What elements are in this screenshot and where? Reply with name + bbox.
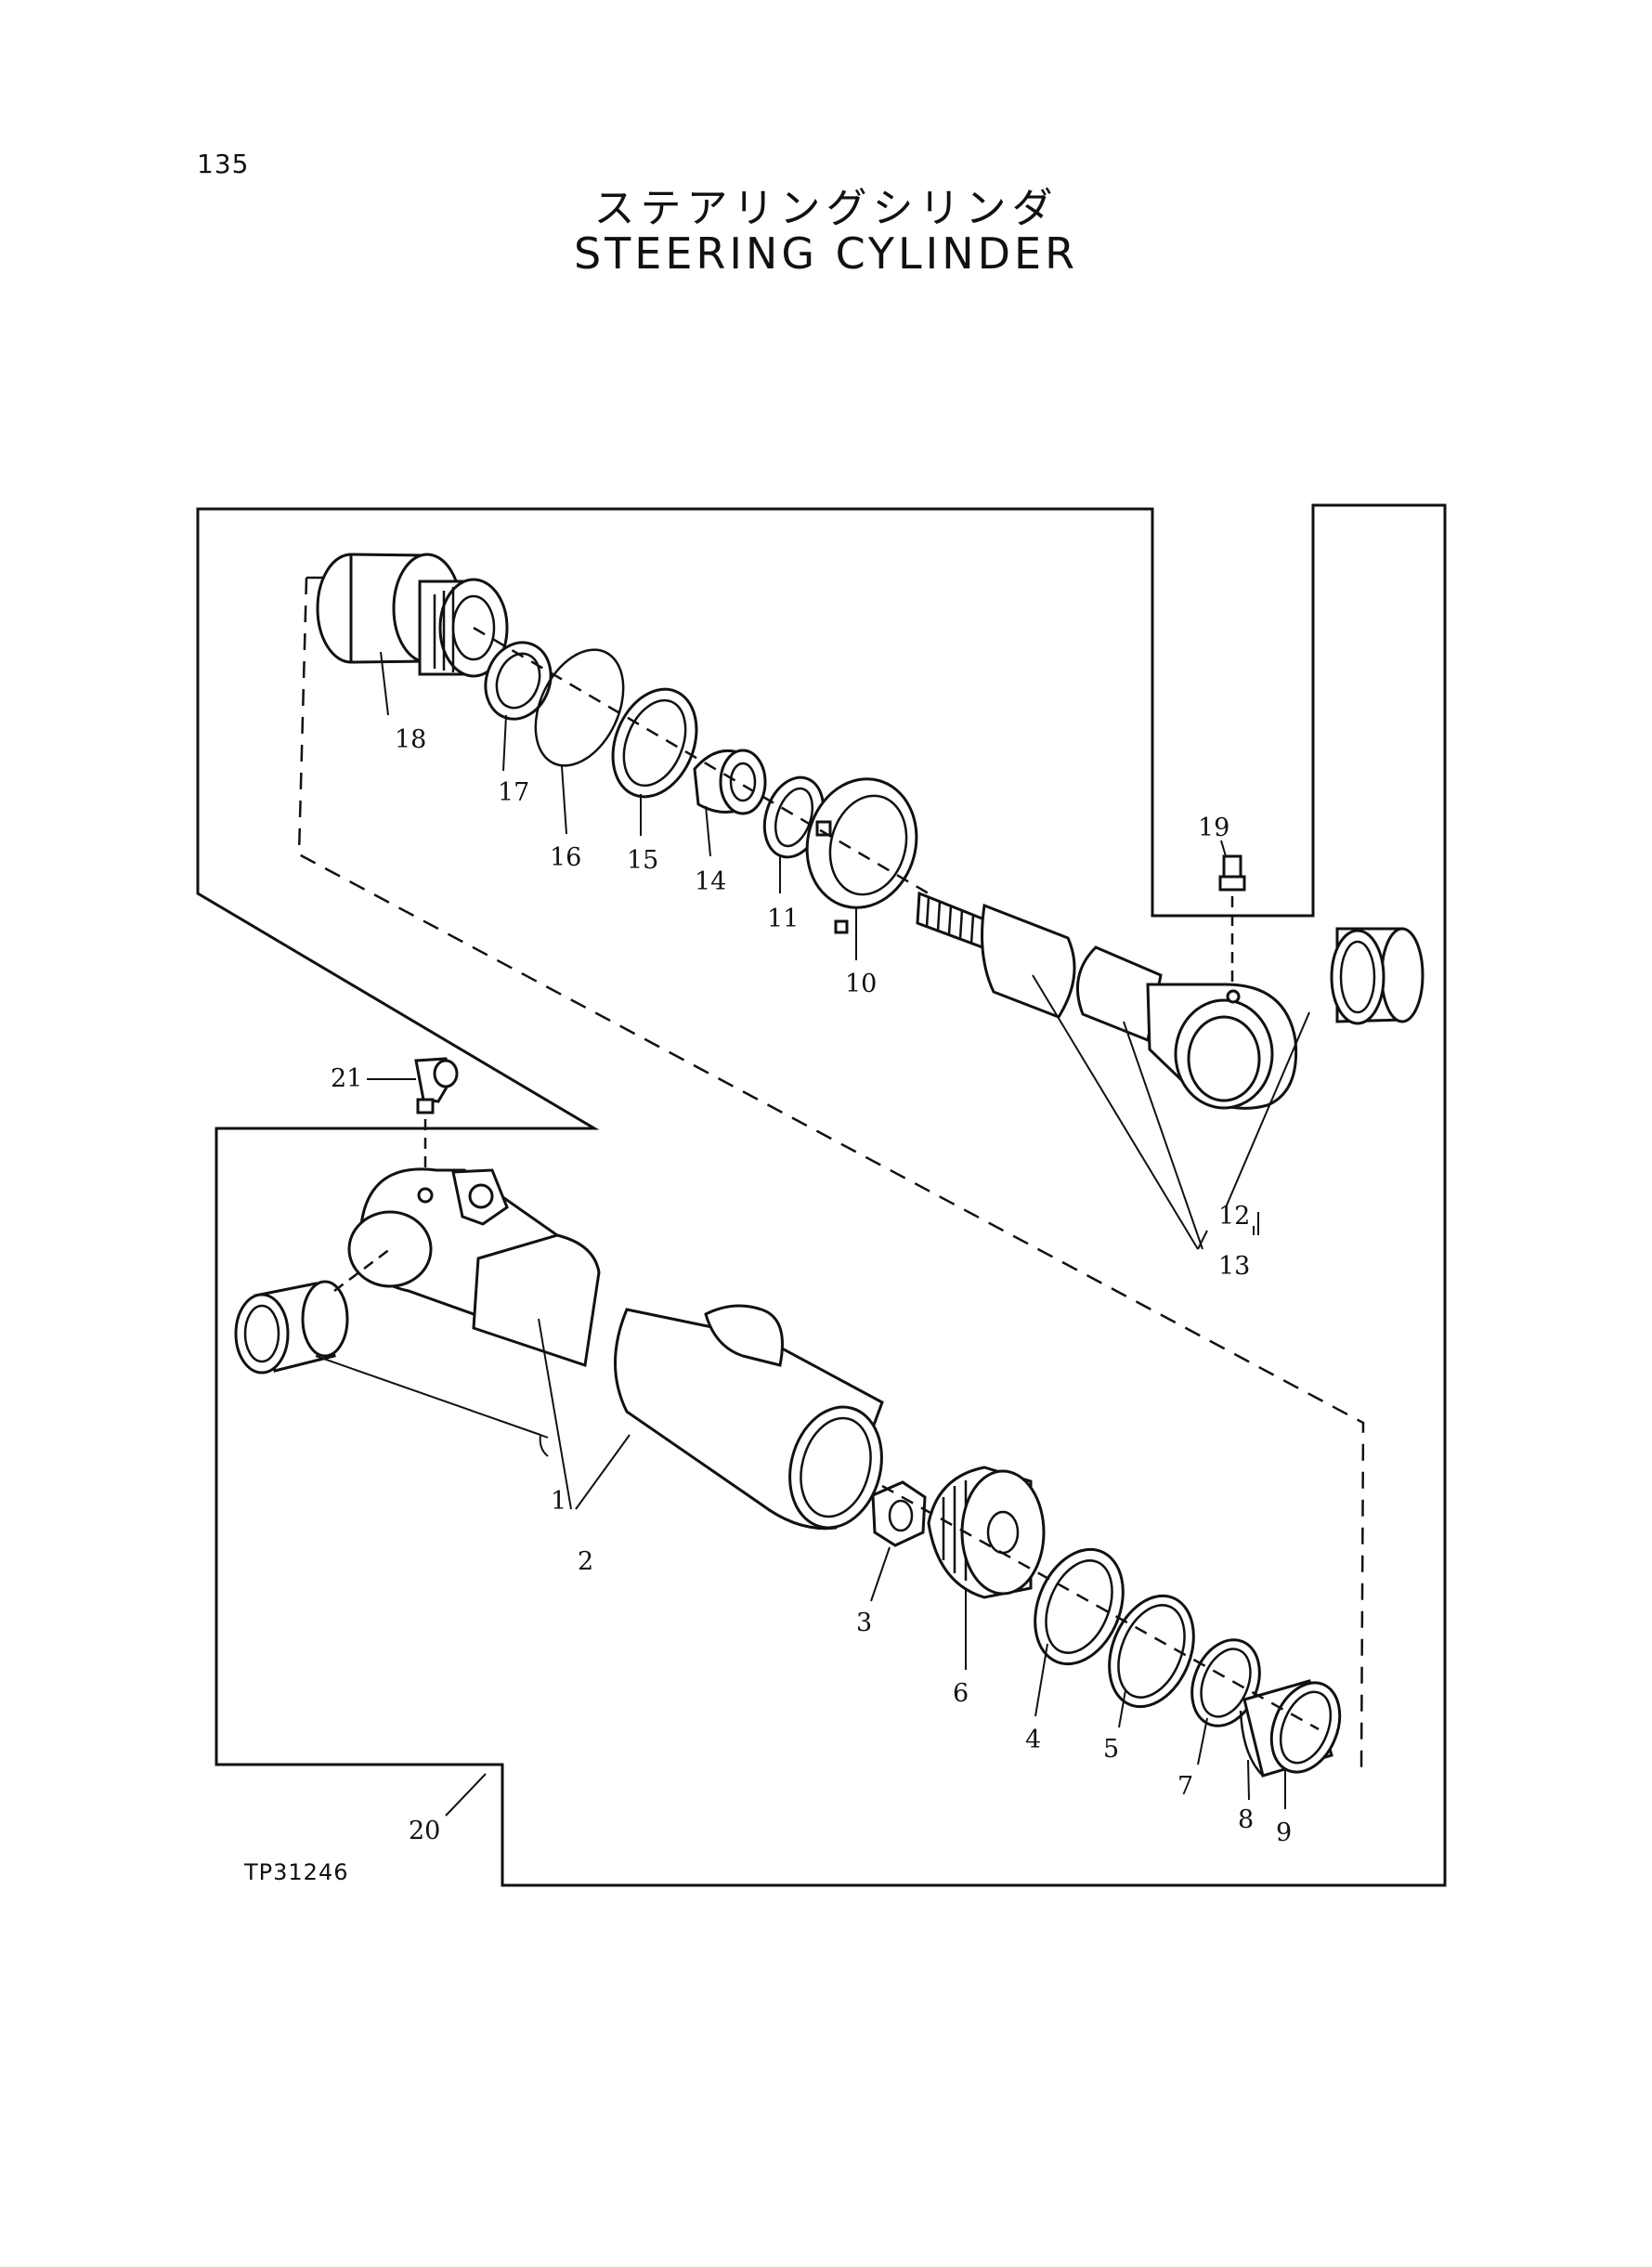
rod-eye <box>1146 983 1298 1110</box>
callout-12: 12 <box>1218 1202 1250 1231</box>
callout-9: 9 <box>1276 1818 1292 1847</box>
part-19-grease-fitting <box>1218 854 1246 892</box>
title-japanese: ステアリングシリンダ <box>593 185 1059 232</box>
seal-kit-dashed-boundary <box>297 577 1365 1771</box>
part-4-wear-ring <box>1034 1547 1125 1666</box>
callout-8: 8 <box>1238 1805 1254 1834</box>
rod-bushing <box>1330 927 1424 1025</box>
title-english: STEERING CYLINDER <box>573 228 1079 279</box>
page-number: 135 <box>197 149 250 179</box>
part-5-piston-seal <box>1108 1594 1195 1709</box>
part-21-elbow-fitting <box>414 1057 459 1114</box>
callout-13: 13 <box>1218 1252 1250 1281</box>
part-6-piston <box>927 1466 1046 1599</box>
tube-bushing <box>234 1280 349 1375</box>
callout-18: 18 <box>395 725 426 754</box>
callout-20: 20 <box>409 1817 440 1845</box>
callout-15: 15 <box>627 846 658 875</box>
part-18-cylinder-head <box>316 553 509 678</box>
callout-2: 2 <box>578 1547 593 1576</box>
callout-14: 14 <box>695 867 726 896</box>
part-10-lock-nut <box>805 777 918 934</box>
part-8-ring <box>1239 1710 1264 1777</box>
figure-id: TP31246 <box>244 1859 349 1885</box>
lower-center-line <box>881 1484 1320 1731</box>
cylinder-tube <box>347 1167 884 1531</box>
callout-1: 1 <box>551 1487 566 1516</box>
callout-3: 3 <box>856 1609 872 1637</box>
callout-10: 10 <box>845 970 877 998</box>
callout-16: 16 <box>550 843 581 872</box>
piston-rod <box>916 891 1163 1043</box>
leader-lines <box>315 651 1310 1817</box>
callout-21: 21 <box>331 1064 362 1093</box>
callout-17: 17 <box>498 778 529 807</box>
part-9-bushing <box>1242 1679 1342 1778</box>
callout-4: 4 <box>1025 1726 1041 1754</box>
callout-19: 19 <box>1198 814 1229 842</box>
callout-5: 5 <box>1103 1735 1119 1764</box>
kit-boundary-frame <box>196 503 1447 1887</box>
part-15-backup-ring <box>611 687 698 799</box>
part-14-bushing <box>693 749 767 815</box>
part-17-seal-ring <box>484 641 553 721</box>
callout-11: 11 <box>767 905 799 933</box>
part-16-o-ring <box>534 648 625 767</box>
callout-6: 6 <box>953 1679 969 1708</box>
part-3-piston-nut <box>871 1480 927 1547</box>
callout-7: 7 <box>1177 1772 1193 1801</box>
